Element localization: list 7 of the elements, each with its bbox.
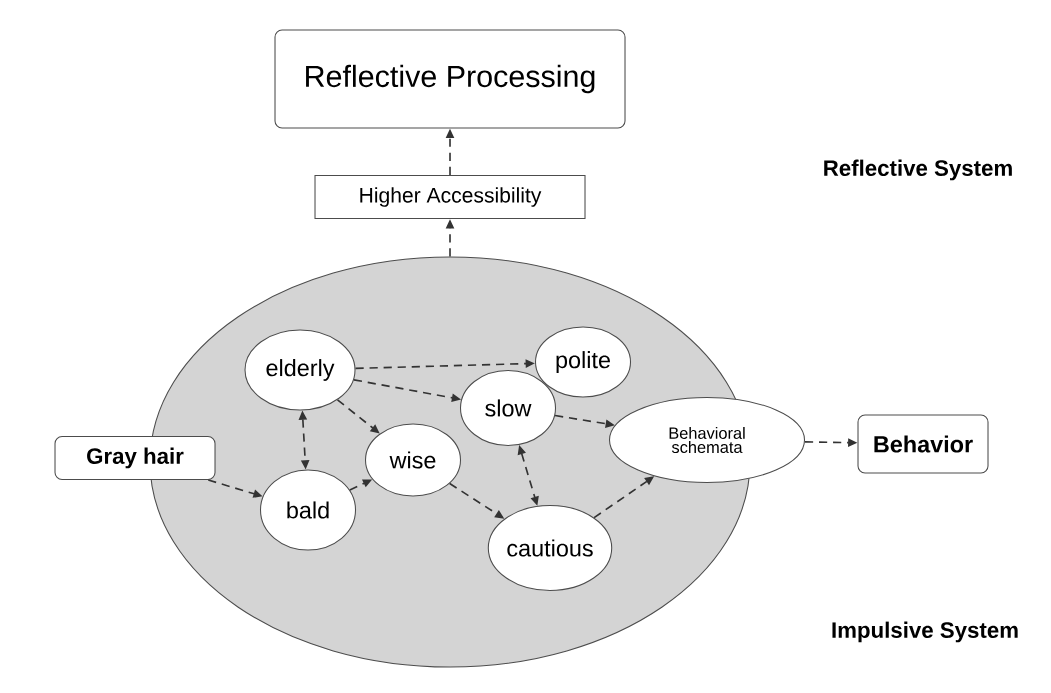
- system-label: Impulsive System: [832, 621, 1018, 643]
- process-box: Reflective Processing: [274, 29, 626, 129]
- process-box: Higher Accessibility: [314, 174, 586, 220]
- output-box: Behavior: [857, 414, 989, 474]
- system-label: Reflective System: [824, 159, 1012, 181]
- input-box: Gray hair: [54, 435, 216, 480]
- arrow: [336, 399, 380, 434]
